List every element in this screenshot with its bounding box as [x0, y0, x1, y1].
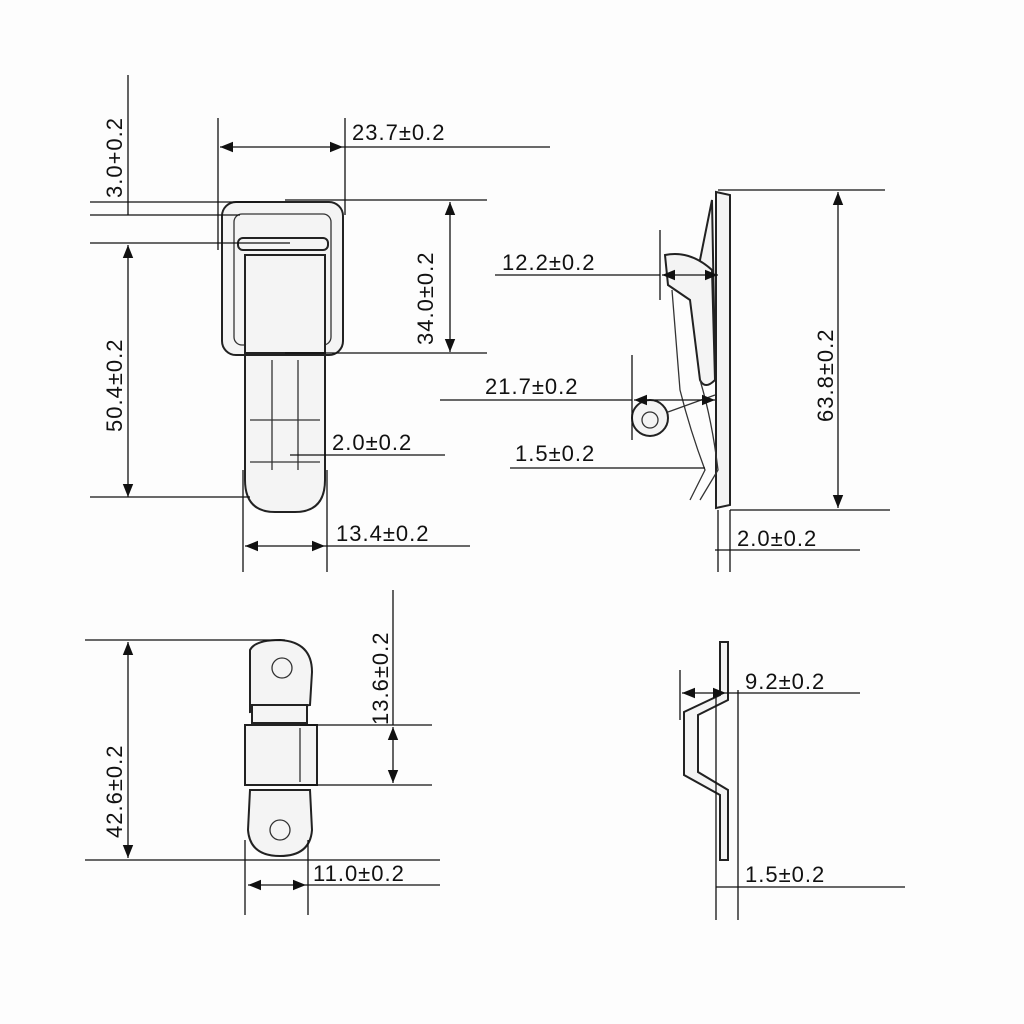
dim-thickness-front: 2.0±0.2	[332, 430, 412, 455]
keeper-front-dimension-lines	[85, 590, 440, 915]
dim-overall-height-front: 50.4±0.2	[102, 339, 127, 432]
keeper-side-view	[683, 641, 729, 861]
dim-frame-width: 23.7±0.2	[352, 120, 445, 145]
dim-keeper-width: 11.0±0.2	[313, 861, 405, 886]
latch-front-view	[221, 201, 344, 513]
keeper-front-view	[244, 638, 318, 858]
dim-overall-height-side: 63.8±0.2	[813, 329, 838, 422]
dim-frame-height: 34.0±0.2	[413, 252, 438, 345]
keeper-side-dimension-lines	[679, 670, 905, 920]
latch-front-dimension-lines	[90, 75, 550, 572]
latch-side-view	[631, 190, 731, 510]
dim-top-offset: 3.0+0.2	[102, 117, 127, 198]
dim-plate-thickness: 2.0±0.2	[737, 526, 817, 551]
latch-side-dimension-lines	[440, 189, 890, 572]
dim-keeper-offset: 9.2±0.2	[745, 669, 825, 694]
dim-loop-depth: 21.7±0.2	[485, 374, 578, 399]
dim-keeper-thickness: 1.5±0.2	[745, 862, 825, 887]
dim-spring-depth: 12.2±0.2	[502, 250, 595, 275]
dim-keeper-middle-height: 13.6±0.2	[368, 632, 393, 725]
dim-wire: 1.5±0.2	[515, 441, 595, 466]
dim-keeper-overall-height: 42.6±0.2	[102, 745, 127, 838]
dim-tongue-width: 13.4±0.2	[336, 521, 429, 546]
